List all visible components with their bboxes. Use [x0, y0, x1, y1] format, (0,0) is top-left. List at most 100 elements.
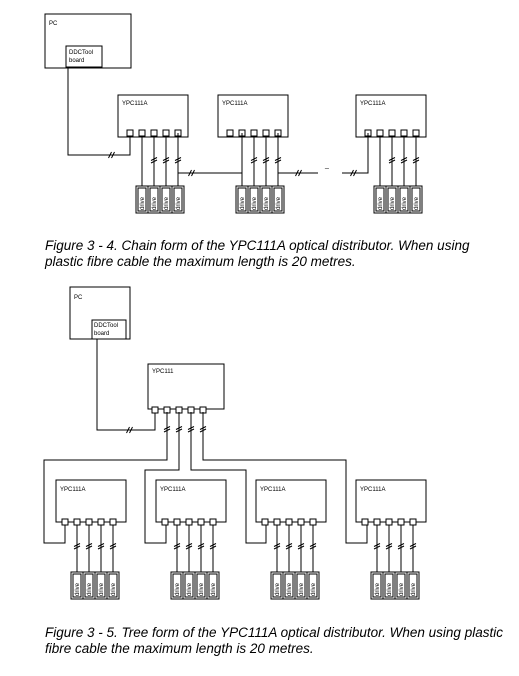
ypc111a-label: YPC111A — [360, 101, 385, 107]
pc-label: PC — [49, 21, 58, 27]
fibre-cable — [342, 133, 369, 174]
optical-port — [397, 518, 405, 526]
fibre-cable — [202, 412, 368, 544]
ypc111a-label: YPC111A — [60, 487, 85, 493]
optical-port — [126, 129, 134, 137]
fibre-cable — [177, 133, 243, 174]
optical-port — [385, 518, 393, 526]
cable-hatch — [350, 169, 354, 177]
drive-box-inner — [149, 187, 159, 212]
fibre-cable — [190, 412, 267, 544]
cable-hatch — [150, 159, 158, 164]
drive-box-inner — [108, 573, 118, 598]
ypc111-hub-box — [147, 363, 225, 410]
drive-label: drive — [87, 582, 93, 596]
optical-port — [173, 518, 181, 526]
cable-hatch — [250, 157, 258, 161]
drive-box-inner — [372, 573, 382, 598]
continuation-mark: _ — [324, 162, 329, 169]
drive-box-inner — [172, 573, 182, 598]
cable-hatch — [209, 543, 217, 547]
cable-hatch — [85, 543, 93, 547]
ypc111a-box — [255, 479, 327, 523]
cable-hatch — [73, 543, 81, 547]
drive-label: drive — [164, 196, 170, 210]
drive-label: drive — [111, 582, 117, 596]
cable-hatch — [295, 169, 299, 177]
figure-3-4-caption: Figure 3 - 4. Chain form of the YPC111A … — [45, 238, 470, 269]
optical-port — [262, 129, 270, 137]
optical-port — [250, 129, 258, 137]
cable-hatch — [150, 157, 158, 161]
ypc111-hub-label: YPC111 — [152, 369, 174, 375]
drive-label: drive — [75, 582, 81, 596]
cable-hatch — [173, 545, 181, 550]
optical-port — [226, 129, 234, 137]
cable-hatch — [273, 545, 281, 550]
ddctool-board — [65, 45, 103, 68]
cable-hatch — [385, 545, 393, 550]
optical-port — [261, 518, 269, 526]
ypc111a-box — [55, 479, 127, 523]
drive-box-inner — [84, 573, 94, 598]
ddctool-board — [91, 319, 127, 340]
drive-box-inner — [272, 573, 282, 598]
fibre-cable — [144, 412, 180, 544]
drive-label: drive — [275, 582, 281, 596]
cable-hatch — [126, 426, 130, 434]
cable-hatch — [285, 545, 293, 550]
cable-hatch — [388, 159, 396, 164]
drive-box-inner — [375, 187, 385, 212]
drive-label: drive — [187, 582, 193, 596]
optical-port — [197, 518, 205, 526]
drive-box-inner — [161, 187, 171, 212]
drive-label: drive — [176, 196, 182, 210]
cable-hatch — [309, 543, 317, 547]
cable-hatch — [185, 543, 193, 547]
optical-port — [361, 518, 369, 526]
drive-label: drive — [287, 582, 293, 596]
drive-box-inner — [396, 573, 406, 598]
ypc111a-label: YPC111A — [222, 101, 247, 107]
drive-label: drive — [299, 582, 305, 596]
cable-hatch — [209, 545, 217, 550]
drive-label: drive — [378, 196, 384, 210]
cable-hatch — [111, 151, 115, 159]
drive-box-inner — [72, 573, 82, 598]
cable-hatch — [109, 543, 117, 547]
optical-port — [97, 518, 105, 526]
drive-label: drive — [140, 196, 146, 210]
cable-hatch — [162, 157, 170, 161]
drive-label: drive — [211, 582, 217, 596]
drive-box-inner — [411, 187, 421, 212]
ddctool-board-label: DDCTool — [94, 323, 118, 329]
optical-port — [309, 518, 317, 526]
cable-hatch — [191, 169, 195, 177]
optical-port — [150, 129, 158, 137]
optical-port — [73, 518, 81, 526]
drive-box-inner — [273, 187, 283, 212]
cable-hatch — [385, 543, 393, 547]
drive-label: drive — [411, 582, 417, 596]
optical-port — [185, 518, 193, 526]
ddctool-board-label: board — [69, 58, 84, 64]
cable-hatch — [400, 159, 408, 164]
ddctool-board-label: DDCTool — [69, 50, 93, 56]
cable-hatch — [197, 545, 205, 550]
optical-port — [373, 518, 381, 526]
ypc111a-label: YPC111A — [122, 101, 147, 107]
optical-port — [161, 518, 169, 526]
drive-box-inner — [261, 187, 271, 212]
drive-label: drive — [252, 196, 258, 210]
drive-box-inner — [408, 573, 418, 598]
cable-hatch — [297, 545, 305, 550]
cable-hatch — [397, 545, 405, 550]
ypc111a-label: YPC111A — [260, 487, 285, 493]
ypc111a-box — [155, 479, 227, 523]
drive-label: drive — [399, 582, 405, 596]
drive-label: drive — [264, 196, 270, 210]
cable-hatch — [297, 543, 305, 547]
drive-box-inner — [173, 187, 183, 212]
optical-port — [109, 518, 117, 526]
cable-hatch — [173, 543, 181, 547]
